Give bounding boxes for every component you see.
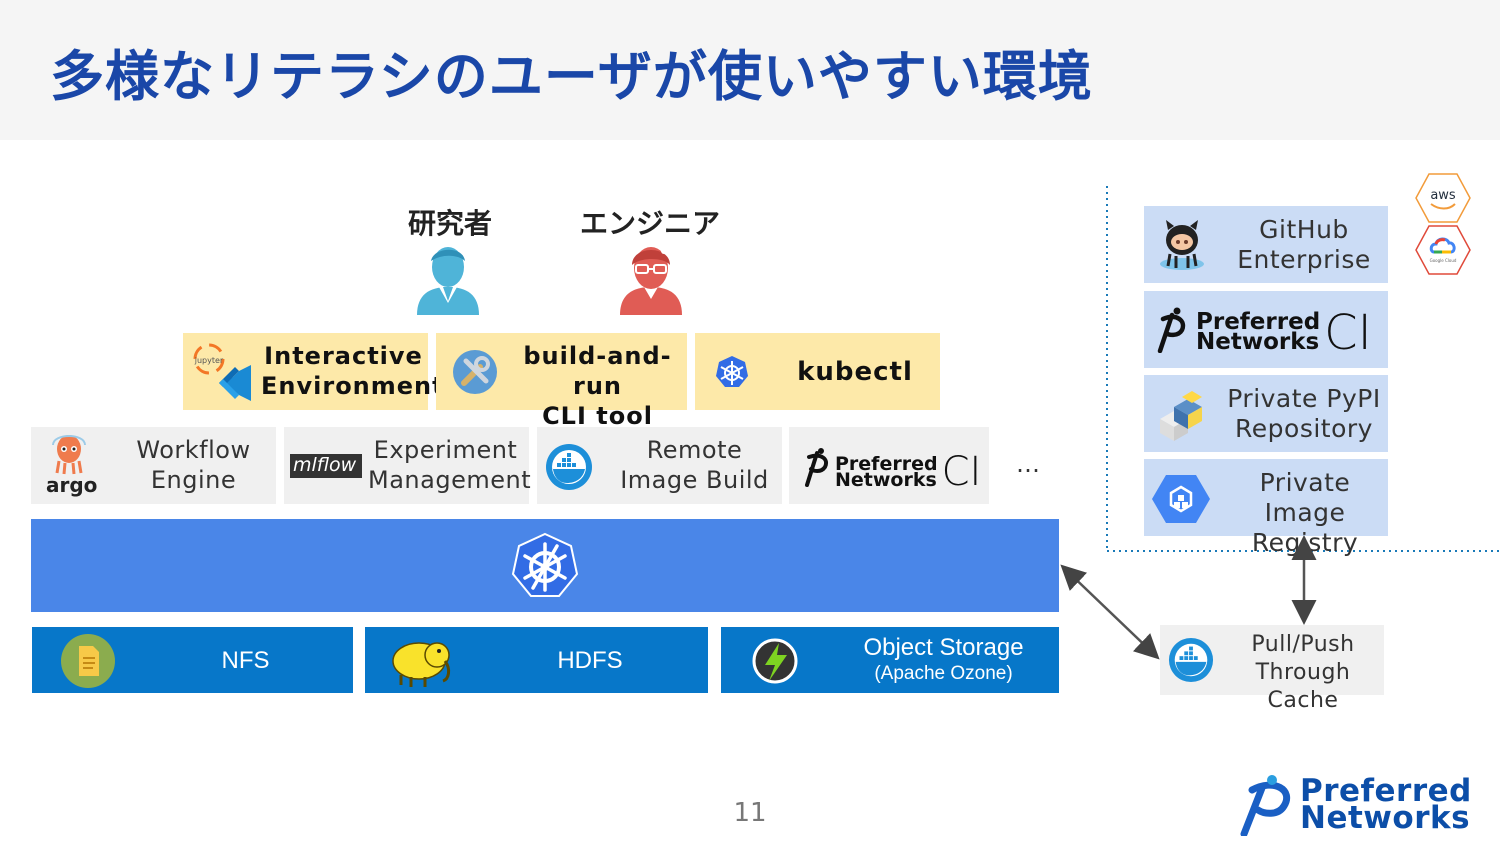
pfn-footer-logo: Preferred Networks [1300,773,1472,836]
tool-label-interactive: Interactive Environment [261,342,445,400]
pfn-ci-logo: Preferred Networks CI [835,449,982,495]
google-cloud-badge-icon: Google Cloud [1415,225,1471,275]
service-private-image-registry[interactable]: Private Image Registry [1144,459,1388,557]
researcher-icon [417,247,479,315]
cache-pull-push[interactable]: Pull/Push Through Cache [1160,625,1384,713]
storage-label-object: Object Storage [863,634,1024,661]
container-registry-icon [1152,475,1210,523]
service-label-workflow: Workflow Engine [136,436,251,494]
persona-label-engineer: エンジニア [579,207,720,240]
k8s-cache-arrow [1060,564,1160,660]
mlflow-logo: mlflow [290,454,362,478]
page-number: 11 [733,798,767,828]
persona-label-researcher: 研究者 [407,207,492,240]
right-label-pypi: Private PyPI Repository [1227,384,1381,443]
jupyter-vscode-icon: jupyter [193,343,251,401]
docker-icon [546,444,592,490]
storage-sublabel-ozone: (Apache Ozone) [874,663,1013,684]
service-label-remote-build: Remote Image Build [620,436,769,494]
storage-label-nfs: NFS [221,647,270,674]
service-github-enterprise[interactable]: GitHub Enterprise [1144,206,1388,283]
storage-hdfs[interactable]: HDFS [365,627,708,693]
argo-logo-text: argo [46,473,98,497]
pypi-cubes-icon [1160,391,1202,441]
hadoop-elephant-icon [392,642,451,687]
service-experiment-management[interactable]: mlflow Experiment Management [284,427,532,504]
tool-kubectl[interactable]: kubectl [695,333,940,410]
service-remote-image-build[interactable]: Remote Image Build [537,427,782,504]
storage-nfs[interactable]: NFS [32,627,353,693]
service-label-experiment: Experiment Management [368,436,532,494]
title-bar [0,0,1500,140]
service-pfn-ci-right[interactable]: Preferred Networks CI [1144,291,1388,368]
argo-octopus-icon [52,435,86,475]
file-icon [61,634,115,688]
storage-label-hdfs: HDFS [557,647,623,674]
pfn-ci-logo-right: Preferred Networks CI [1196,305,1372,361]
tool-label-kubectl: kubectl [797,357,913,387]
kubernetes-icon [511,532,579,597]
service-workflow-engine[interactable]: argo Workflow Engine [31,427,276,504]
cache-label: Pull/Push Through Cache [1251,632,1355,713]
tool-label-build-and-run: build-and-run CLI tool [523,342,672,430]
slide-title: 多様なリテラシのユーザが使いやすい環境 [50,45,1093,108]
service-private-pypi[interactable]: Private PyPI Repository [1144,375,1388,452]
tools-icon [453,350,497,394]
connector-arrows [1060,535,1317,660]
aws-badge-icon: aws [1415,173,1471,223]
svg-text:aws: aws [1430,188,1456,203]
pfn-mark-icon [1157,307,1186,353]
more-ellipsis: … [1016,450,1040,478]
svg-text:jupyter: jupyter [194,356,224,365]
tool-build-and-run[interactable]: build-and-run CLI tool [436,333,687,430]
ozone-icon [752,638,798,684]
storage-object-storage[interactable]: Object Storage (Apache Ozone) [721,627,1059,693]
github-octocat-icon [1160,220,1204,270]
tool-interactive-environment[interactable]: jupyter Interactive Environment [183,333,445,410]
svg-text:Google Cloud: Google Cloud [1430,258,1457,263]
pfn-mark-icon [805,448,828,487]
pfn-logo-mark-icon [1240,775,1291,836]
service-pfn-ci[interactable]: Preferred Networks CI [789,427,989,504]
external-services-border [1106,186,1500,552]
kubernetes-small-icon [716,356,748,387]
engineer-icon [620,247,682,315]
docker-icon [1168,637,1214,683]
right-label-github: GitHub Enterprise [1237,215,1371,274]
